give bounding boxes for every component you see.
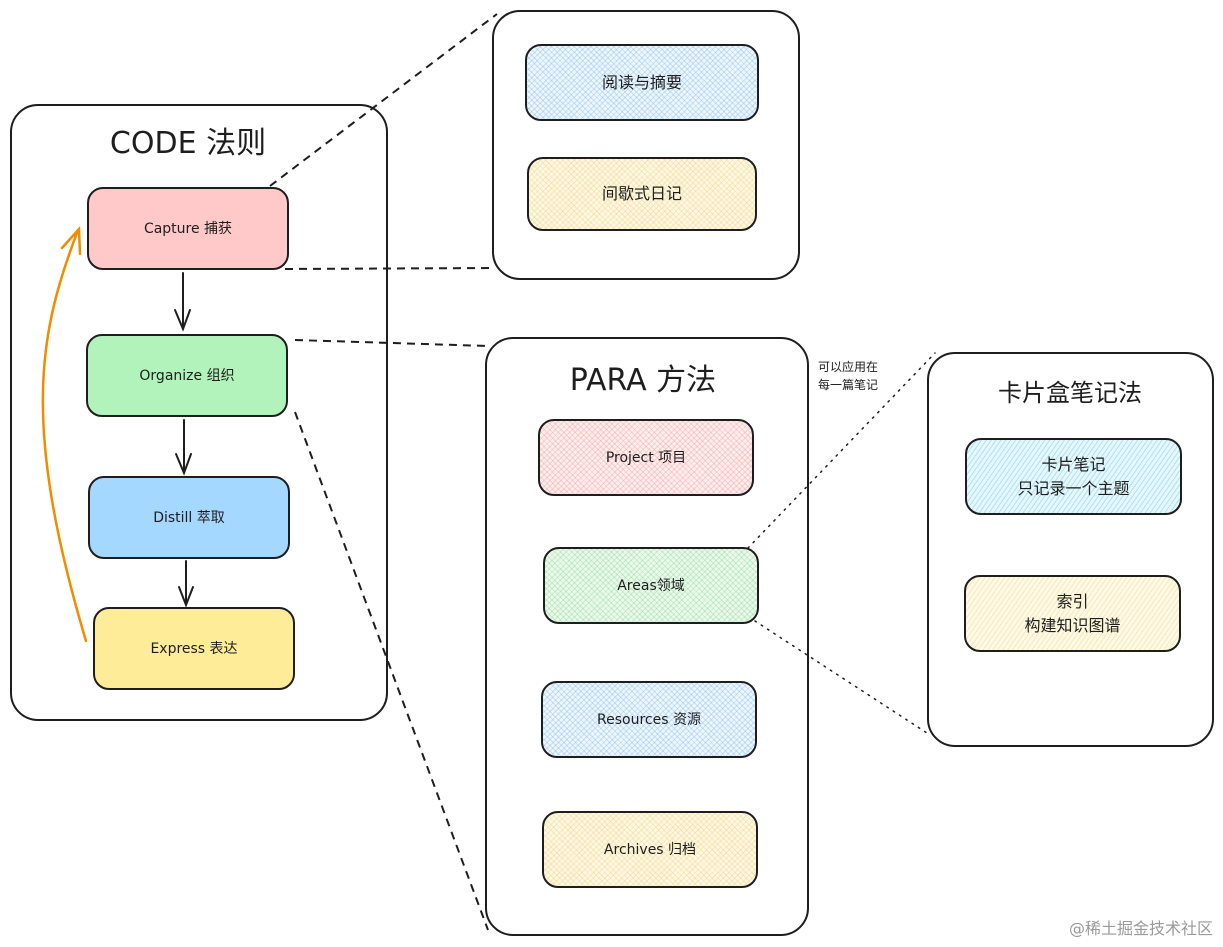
para-frame (485, 337, 809, 936)
zettelkasten-frame (927, 352, 1214, 747)
code-step-capture[interactable]: Capture 捕获 (87, 187, 289, 270)
code-frame-title: CODE 法则 (109, 126, 267, 161)
arrow-capture-to-organize (174, 272, 191, 332)
zettel-item-card-note[interactable]: 卡片笔记 只记录一个主题 (965, 438, 1182, 515)
para-item-project[interactable]: Project 项目 (538, 419, 754, 496)
dotted-connector-areas-bottom (754, 620, 931, 736)
code-step-distill[interactable]: Distill 萃取 (88, 476, 290, 559)
zettel-item-index[interactable]: 索引 构建知识图谱 (964, 575, 1181, 652)
capture-methods-frame (492, 10, 800, 280)
arrow-distill-to-express (178, 560, 194, 608)
code-frame (10, 104, 388, 721)
capture-method-reading[interactable]: 阅读与摘要 (525, 44, 759, 121)
code-step-organize[interactable]: Organize 组织 (86, 334, 288, 417)
annotation-note: 可以应用在 每一篇笔记 (818, 360, 879, 392)
para-item-areas[interactable]: Areas领域 (543, 547, 759, 624)
watermark: @稀土掘金技术社区 (1068, 919, 1213, 938)
zettelkasten-frame-title: 卡片盒笔记法 (998, 379, 1142, 407)
arrow-organize-to-distill (175, 419, 192, 476)
capture-method-journal[interactable]: 间歇式日记 (527, 157, 757, 231)
dashed-connector-capture-bottom (284, 267, 496, 270)
dashed-connector-capture-top (269, 13, 498, 187)
loop-arrow-express-to-capture (41, 225, 88, 643)
code-step-express[interactable]: Express 表达 (93, 607, 295, 690)
dotted-connector-areas-top (747, 352, 936, 549)
dashed-connector-organize-top (294, 339, 488, 347)
para-item-archives[interactable]: Archives 归档 (542, 811, 758, 888)
para-frame-title: PARA 方法 (569, 363, 717, 398)
para-item-resources[interactable]: Resources 资源 (541, 681, 757, 758)
